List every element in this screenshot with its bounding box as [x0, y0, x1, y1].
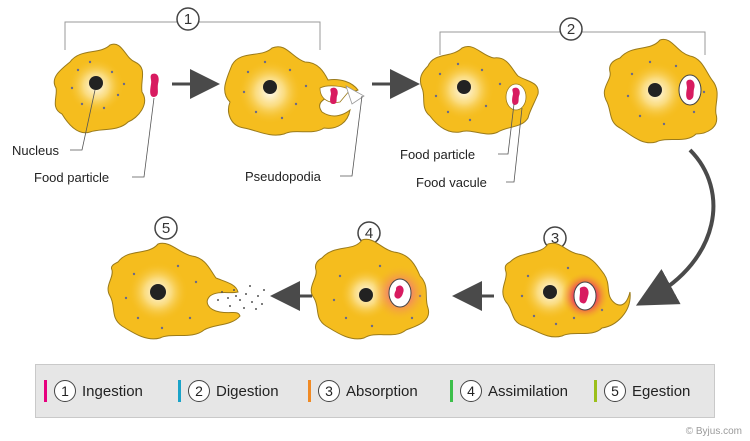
- nucleus: [648, 83, 662, 97]
- svg-text:2: 2: [567, 21, 575, 38]
- leader-food-particle-1: [132, 97, 155, 178]
- legend-label: Egestion: [632, 382, 691, 400]
- label-food-vacuole: Food vacule: [416, 175, 487, 190]
- amoeba-egestion: [107, 242, 265, 340]
- legend-item-digestion: 2 Digestion: [178, 378, 279, 404]
- step-number-1: 1: [176, 7, 200, 31]
- amoeba-assimilation: [310, 238, 430, 340]
- amoeba-1: [53, 43, 146, 134]
- legend-item-assimilation: 4 Assimilation: [450, 378, 568, 404]
- food-particle-1: [150, 73, 159, 97]
- leader-food-particle-2: [498, 103, 515, 155]
- credit-watermark: © Byjus.com: [685, 426, 742, 437]
- legend-color-bar: [44, 380, 47, 402]
- legend-color-bar: [450, 380, 453, 402]
- label-pseudopodia: Pseudopodia: [245, 169, 322, 184]
- leader-pseudopodia: [340, 95, 363, 177]
- nucleus: [263, 80, 277, 94]
- nucleus: [89, 76, 103, 90]
- leader-food-vacuole: [506, 107, 523, 183]
- step-number-5: 5: [154, 216, 178, 240]
- label-nucleus: Nucleus: [12, 143, 59, 158]
- nucleus: [150, 284, 166, 300]
- amoeba-3: [419, 46, 539, 135]
- legend: 1 Ingestion 2 Digestion 3 Absorption 4 A…: [35, 364, 715, 418]
- legend-label: Ingestion: [82, 382, 143, 400]
- food-particle: [394, 285, 404, 299]
- legend-color-bar: [594, 380, 597, 402]
- food-particle: [330, 87, 338, 104]
- legend-item-absorption: 3 Absorption: [308, 378, 418, 404]
- legend-number: 4: [460, 380, 482, 402]
- amoeba-2: [224, 46, 365, 136]
- nucleus: [457, 80, 471, 94]
- food-particle: [686, 79, 695, 100]
- food-particle: [512, 87, 520, 105]
- nucleus: [359, 288, 373, 302]
- legend-number: 2: [188, 380, 210, 402]
- legend-color-bar: [178, 380, 181, 402]
- amoeba-absorption: [502, 242, 631, 338]
- legend-number: 5: [604, 380, 626, 402]
- legend-label: Digestion: [216, 382, 279, 400]
- arrow-curved: [635, 148, 716, 306]
- label-food-particle-1: Food particle: [34, 170, 109, 185]
- nucleus: [543, 285, 557, 299]
- legend-label: Absorption: [346, 382, 418, 400]
- legend-item-ingestion: 1 Ingestion: [44, 378, 143, 404]
- legend-item-egestion: 5 Egestion: [594, 378, 690, 404]
- amoeba-4: [603, 38, 718, 144]
- food-particle: [579, 286, 589, 304]
- label-food-particle-2: Food particle: [400, 147, 475, 162]
- legend-number: 1: [54, 380, 76, 402]
- svg-text:3: 3: [551, 230, 559, 247]
- leader-nucleus: [70, 89, 96, 151]
- legend-number: 3: [318, 380, 340, 402]
- egested-waste: [217, 285, 265, 310]
- svg-text:4: 4: [365, 225, 373, 242]
- legend-color-bar: [308, 380, 311, 402]
- legend-label: Assimilation: [488, 382, 569, 400]
- svg-text:1: 1: [184, 11, 192, 28]
- svg-text:5: 5: [162, 220, 170, 237]
- step-number-2: 2: [559, 17, 583, 41]
